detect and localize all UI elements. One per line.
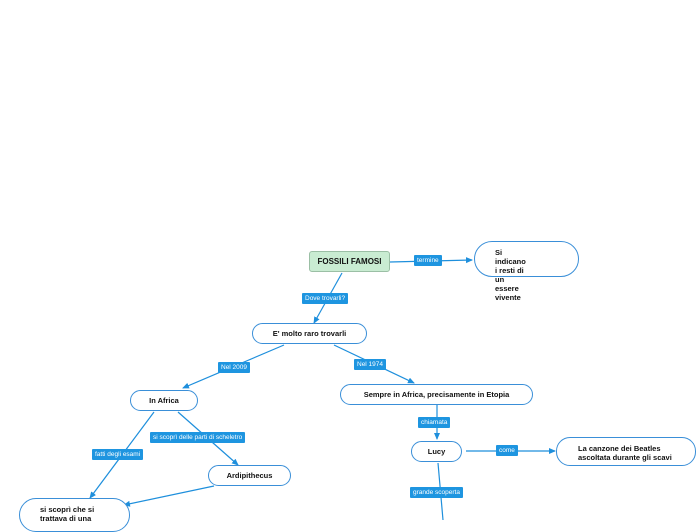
node-in-africa[interactable]: In Africa [130, 390, 198, 411]
label-termine: termine [414, 255, 442, 266]
label-nel-2009: Nel 2009 [218, 362, 251, 373]
node-lucy[interactable]: Lucy [411, 441, 462, 462]
label-dove-trovarli: Dove trovarli? [302, 293, 349, 304]
node-fossili-famosi[interactable]: FOSSILI FAMOSI [309, 251, 390, 272]
label-chiamata: chiamata [418, 417, 451, 428]
node-sempre-in-africa-etopia[interactable]: Sempre in Africa, precisamente in Etopia [340, 384, 533, 405]
node-si-scopri-che[interactable]: si scoprì che si trattava di una [19, 498, 130, 532]
node-ardipithecus[interactable]: Ardipithecus [208, 465, 291, 486]
edge-ardi-scopri [123, 485, 215, 507]
node-canzone-beatles[interactable]: La canzone dei Beatles ascoltata durante… [556, 437, 696, 466]
label-scheletro: si scoprì delle parti di scheletro [150, 432, 246, 443]
node-si-indicano-resti[interactable]: Si indicano i resti di un essere vivente [474, 241, 579, 302]
node-molto-raro-trovarli[interactable]: E' molto raro trovarli [252, 323, 367, 344]
label-fatti-esami: fatti degli esami [92, 449, 144, 460]
label-come: come [496, 445, 518, 456]
label-grande-scoperta: grande scoperta [410, 487, 463, 498]
label-nel-1974: Nel 1974 [354, 359, 387, 370]
